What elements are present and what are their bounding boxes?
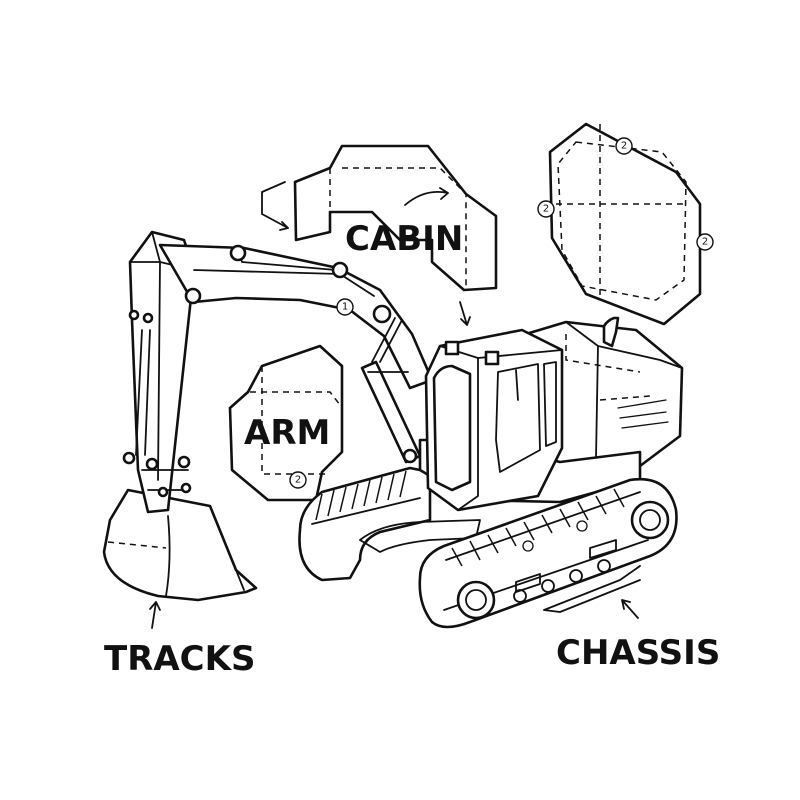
callout-arrows — [149, 599, 639, 629]
track-left — [298, 466, 481, 582]
step-marker-arm-panel: 2 — [289, 471, 307, 489]
cabin-side-panel-net — [548, 122, 702, 326]
step-marker-arm: 1 — [336, 298, 354, 316]
tracks-arrow — [149, 601, 161, 629]
cab-and-body — [418, 316, 684, 512]
svg-text:2: 2 — [295, 475, 301, 486]
chassis-frame-bottom — [543, 565, 641, 613]
chassis-arrow — [621, 599, 639, 619]
label-arm: ARM — [244, 413, 330, 453]
svg-text:1: 1 — [342, 302, 348, 313]
bucket — [102, 488, 258, 602]
svg-text:2: 2 — [543, 204, 549, 215]
svg-text:2: 2 — [702, 237, 708, 248]
step-marker-cabin-top: 2 — [615, 137, 633, 155]
attach-arrow-cabin — [459, 301, 471, 326]
label-chassis: CHASSIS — [556, 633, 720, 673]
fold-bracket-left — [261, 181, 289, 229]
label-cabin: CABIN — [345, 219, 463, 259]
cabin-net-piece — [261, 144, 498, 326]
step-marker-cabin-left: 2 — [537, 200, 555, 218]
dipper-stick — [122, 230, 196, 514]
track-frame-link — [359, 519, 481, 553]
step-marker-cabin-right: 2 — [696, 233, 714, 251]
label-tracks: TRACKS — [104, 639, 255, 679]
track-right — [418, 477, 678, 629]
fold-arrow — [404, 187, 449, 206]
svg-text:2: 2 — [621, 141, 627, 152]
